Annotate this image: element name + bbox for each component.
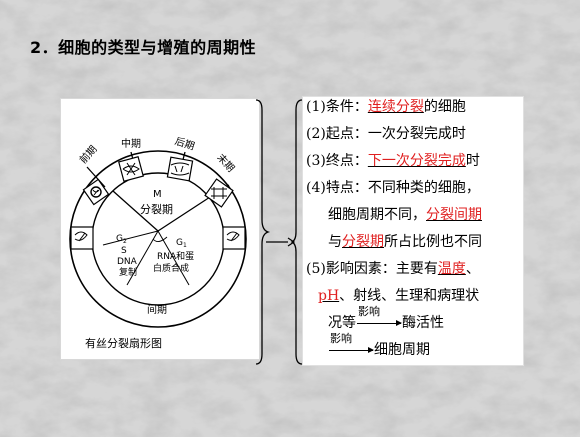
label-dna-replication: 复制 <box>119 266 137 278</box>
telophase-cell-image <box>204 178 234 208</box>
label-g1: G1 <box>176 238 187 249</box>
arrow-head <box>287 237 296 247</box>
note-factors-cont: pH、射线、生理和病理状 <box>318 288 480 304</box>
interphase-cell-image-right <box>222 226 246 250</box>
label-interphase: 间期 <box>147 303 167 316</box>
cell-cycle-figure: 前期 中期 后期 末期 M 分裂期 G2 S G1 DNA 复制 RNA和蛋 白… <box>60 98 260 360</box>
label-s: S <box>121 246 127 256</box>
outer-ring <box>69 150 247 328</box>
right-brace <box>290 99 303 365</box>
inner-arrow <box>152 236 168 242</box>
influence-arrow-2: 影响 <box>328 332 374 359</box>
note-start-point: (2)起点：一次分裂完成时 <box>306 126 466 142</box>
note-feature-cont-1: 细胞周期不同，分裂间期 <box>328 207 482 223</box>
label-protein-synthesis: 白质合成 <box>153 262 189 274</box>
label-prophase: 前期 <box>77 143 100 167</box>
m-sector-right <box>157 198 208 232</box>
label-telophase: 末期 <box>214 151 237 175</box>
interphase-cell-image-left <box>70 226 94 250</box>
s-g1-line <box>126 230 159 286</box>
note-enzyme-activity: 况等影响酶活性 <box>328 305 444 332</box>
anaphase-cell-image <box>166 156 194 182</box>
prophase-cell-image <box>82 178 110 206</box>
note-feature-cont-2: 与分裂期所占比例也不同 <box>328 234 482 250</box>
influence-arrow-1: 影响 <box>356 305 402 332</box>
label-anaphase: 后期 <box>173 135 196 153</box>
label-m-phase: 分裂期 <box>140 203 173 216</box>
metaphase-cell-image <box>118 156 144 182</box>
note-factors: (5)影响因素：主要有温度、 <box>306 261 480 277</box>
notes-panel <box>302 96 524 366</box>
label-metaphase: 中期 <box>121 137 141 150</box>
left-brace <box>255 99 271 365</box>
slide-title: 2．细胞的类型与增殖的周期性 <box>30 38 257 57</box>
label-rna-protein: RNA和蛋 <box>157 251 194 262</box>
label-dna: DNA <box>117 257 138 267</box>
divider-1 <box>86 166 106 188</box>
note-feature: (4)特点：不同种类的细胞， <box>306 180 480 196</box>
cell-cycle-diagram: 前期 中期 后期 末期 M 分裂期 G2 S G1 DNA 复制 RNA和蛋 白… <box>69 135 247 328</box>
note-condition: (1)条件：连续分裂的细胞 <box>306 99 466 115</box>
label-g2: G2 <box>116 234 127 245</box>
brace-connector <box>255 99 303 365</box>
figure-caption: 有丝分裂扇形图 <box>85 337 162 350</box>
m-sector-left <box>112 190 159 232</box>
label-m: M <box>153 189 162 200</box>
g2-s-line <box>102 230 159 246</box>
note-end-point: (3)终点：下一次分裂完成时 <box>306 153 480 169</box>
note-cell-cycle: 影响细胞周期 <box>328 332 430 359</box>
